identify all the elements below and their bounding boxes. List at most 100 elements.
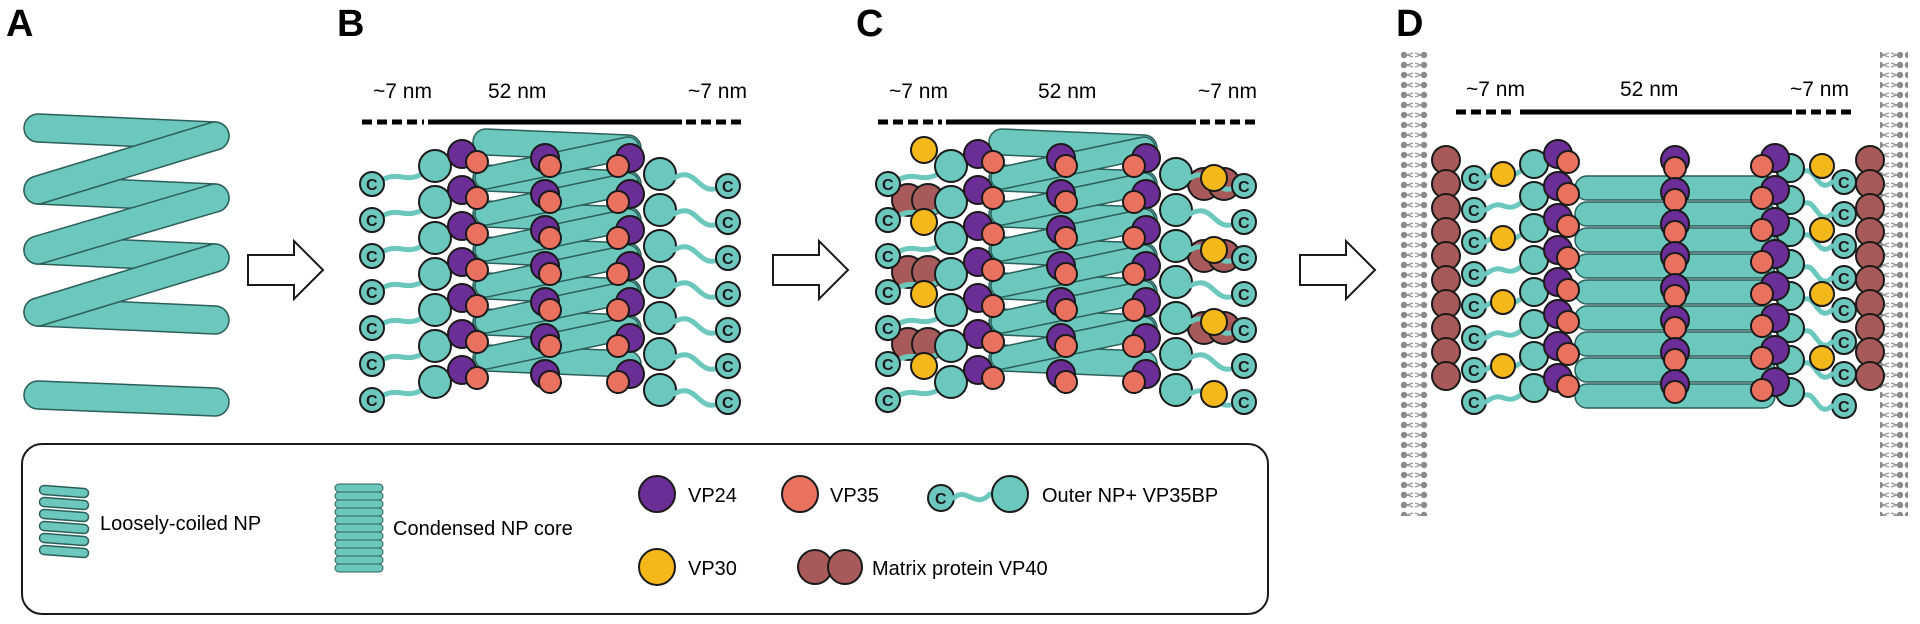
vp35	[1556, 182, 1580, 206]
svg-text:C: C	[722, 251, 734, 268]
svg-text:C: C	[722, 359, 734, 376]
outer-np	[934, 293, 968, 327]
np-coil-segment	[23, 380, 230, 417]
svg-text:C: C	[1468, 235, 1480, 252]
vp35	[1122, 298, 1146, 322]
vp35	[465, 150, 489, 174]
legend-label-outer-np: Outer NP+ VP35BP	[1042, 485, 1218, 507]
svg-text:C: C	[366, 249, 378, 266]
dimension-right-c: ~7 nm	[1198, 80, 1257, 103]
c-terminus-np-tail: C	[359, 315, 385, 341]
c-terminus-np-tail: C	[359, 243, 385, 269]
membrane-right	[1880, 52, 1908, 516]
vp30	[1490, 225, 1516, 251]
svg-text:C: C	[722, 179, 734, 196]
vp35	[1750, 154, 1774, 178]
np-tail-linker	[891, 241, 945, 257]
outer-np	[1159, 337, 1193, 371]
svg-text:C: C	[1238, 287, 1250, 304]
vp35	[981, 222, 1005, 246]
c-terminus-np-tail: C	[1831, 265, 1857, 291]
np-tail-linker	[891, 313, 945, 329]
vp35	[1054, 334, 1078, 358]
np-tail-linker	[1187, 208, 1241, 228]
vp30	[910, 352, 938, 380]
outer-np	[934, 365, 968, 399]
vp35	[606, 226, 630, 250]
dimension-left-d: ~7 nm	[1466, 78, 1525, 101]
vp35	[465, 222, 489, 246]
svg-text:C: C	[1838, 239, 1850, 256]
c-terminus-np-tail: C	[715, 353, 741, 379]
vp35	[981, 186, 1005, 210]
np-tail-linker	[1187, 352, 1241, 372]
vp35	[1054, 298, 1078, 322]
legend: Loosely-coiled NP Condensed NP core VP24…	[21, 443, 1269, 615]
c-terminus-np-tail: C	[1461, 165, 1487, 191]
vp35	[1122, 190, 1146, 214]
vp35	[1750, 346, 1774, 370]
vp30	[1200, 236, 1228, 264]
np-tail-linker	[891, 385, 945, 401]
vp35	[606, 262, 630, 286]
svg-text:C: C	[935, 491, 947, 508]
np-tail-linker	[671, 172, 725, 192]
np-coil-segment	[38, 496, 90, 511]
outer-np	[643, 301, 677, 335]
legend-outer-np-icon: C	[927, 475, 1029, 513]
np-tail-linker	[671, 280, 725, 300]
c-terminus-np-tail: C	[1231, 389, 1257, 415]
vp35	[1054, 370, 1078, 394]
vp35	[1663, 252, 1687, 276]
outer-np	[418, 329, 452, 363]
vp35	[1122, 154, 1146, 178]
legend-label-loose-np: Loosely-coiled NP	[100, 513, 261, 535]
vp40	[1431, 361, 1461, 391]
vp35	[1663, 188, 1687, 212]
vp35	[538, 370, 562, 394]
outer-np	[643, 373, 677, 407]
arrow-c-to-d	[1299, 238, 1377, 302]
svg-text:C: C	[1838, 335, 1850, 352]
np-tail-linker	[1797, 200, 1835, 220]
svg-text:C: C	[882, 393, 894, 410]
outer-np	[418, 149, 452, 183]
c-terminus-np-tail: C	[1461, 197, 1487, 223]
c-terminus-np-tail: C	[715, 281, 741, 307]
vp30	[1490, 353, 1516, 379]
vp30	[1200, 380, 1228, 408]
svg-text:C: C	[1468, 267, 1480, 284]
legend-vp40-icon	[797, 549, 863, 585]
c-terminus-np-tail: C	[1231, 281, 1257, 307]
c-terminus-np-tail: C	[359, 279, 385, 305]
svg-text:C: C	[882, 321, 894, 338]
vp35	[606, 190, 630, 214]
vp35	[1556, 150, 1580, 174]
vp30	[1200, 308, 1228, 336]
vp35	[538, 298, 562, 322]
svg-text:C: C	[882, 177, 894, 194]
svg-text:C: C	[1238, 251, 1250, 268]
svg-text:C: C	[1238, 215, 1250, 232]
np-coil-segment	[38, 544, 90, 559]
svg-text:C: C	[1468, 331, 1480, 348]
vp35	[1556, 246, 1580, 270]
vp35	[606, 298, 630, 322]
np-tail-linker	[1483, 327, 1525, 341]
dimension-core-c: 52 nm	[1038, 80, 1096, 103]
svg-text:C: C	[882, 249, 894, 266]
vp35	[606, 370, 630, 394]
np-tail-linker	[375, 205, 429, 221]
svg-text:C: C	[1468, 299, 1480, 316]
vp35	[1054, 226, 1078, 250]
c-terminus-np-tail: C	[359, 207, 385, 233]
vp35	[1556, 278, 1580, 302]
vp35	[1750, 314, 1774, 338]
vp35	[1663, 220, 1687, 244]
svg-text:C: C	[1238, 395, 1250, 412]
c-terminus-np-tail: C	[1461, 357, 1487, 383]
c-terminus-np-tail: C	[1231, 209, 1257, 235]
svg-text:C: C	[722, 287, 734, 304]
vp30	[910, 208, 938, 236]
